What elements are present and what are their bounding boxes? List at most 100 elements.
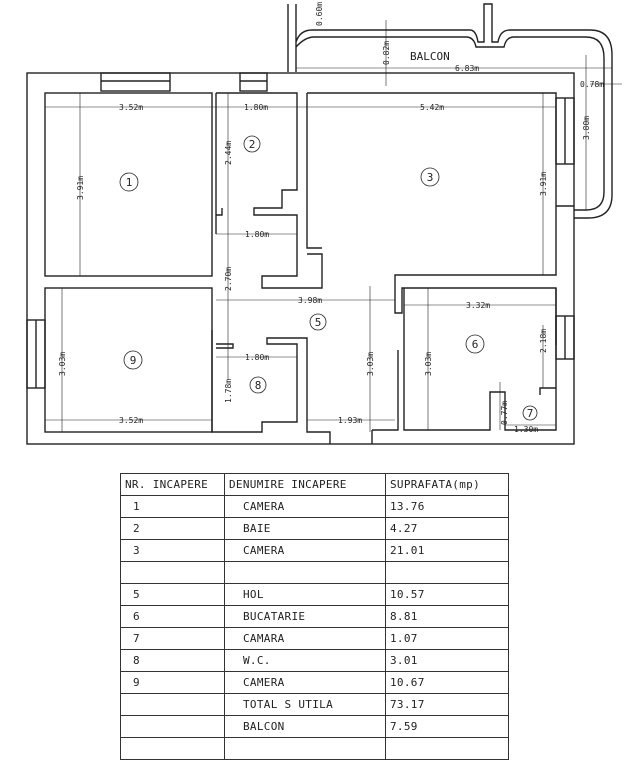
balcony-label: BALCON xyxy=(410,50,450,63)
svg-text:7: 7 xyxy=(527,407,534,420)
svg-text:1.80m: 1.80m xyxy=(244,103,268,112)
room-6 xyxy=(371,288,557,444)
svg-text:3.91m: 3.91m xyxy=(539,172,548,196)
svg-text:3.03m: 3.03m xyxy=(366,352,375,376)
room-name-cell: CAMERA xyxy=(224,671,386,694)
svg-text:3.80m: 3.80m xyxy=(582,116,591,140)
area-cell: 8.81 xyxy=(385,605,509,628)
room-number-cell xyxy=(120,715,225,738)
floor-plan: 1 2 3 5 6 7 8 9 BALCON 6.83m 0.78m 3.52m… xyxy=(26,2,622,445)
room-name-cell: BUCATARIE xyxy=(224,605,386,628)
svg-text:1: 1 xyxy=(126,176,133,189)
room-1 xyxy=(44,92,213,277)
room-name-cell: W.C. xyxy=(224,649,386,672)
header-room-number: NR. INCAPERE xyxy=(120,473,225,496)
svg-text:2.18m: 2.18m xyxy=(539,329,548,353)
area-cell: 7.59 xyxy=(385,715,509,738)
dimension-lines xyxy=(45,20,622,432)
header-room-name: DENUMIRE INCAPERE xyxy=(224,473,386,496)
room-name-cell: BAIE xyxy=(224,517,386,540)
area-cell xyxy=(385,737,509,760)
room-number-cell xyxy=(120,737,225,760)
svg-text:6: 6 xyxy=(472,338,479,351)
svg-text:0.77m: 0.77m xyxy=(500,401,509,425)
svg-text:1.30m: 1.30m xyxy=(514,425,538,434)
svg-text:2.44m: 2.44m xyxy=(224,141,233,165)
room-3 xyxy=(306,92,574,345)
svg-text:3.98m: 3.98m xyxy=(298,296,322,305)
svg-text:3: 3 xyxy=(427,171,434,184)
area-cell xyxy=(385,561,509,584)
windows xyxy=(26,72,575,389)
table-row xyxy=(120,561,509,584)
area-cell: 10.57 xyxy=(385,583,509,606)
area-cell: 73.17 xyxy=(385,693,509,716)
room-number-cell xyxy=(120,561,225,584)
room-area-table: NR. INCAPERE DENUMIRE INCAPERE SUPRAFATA… xyxy=(120,473,509,760)
room-number-cell: 5 xyxy=(120,583,225,606)
room-9 xyxy=(44,287,213,433)
room-name-cell: CAMERA xyxy=(224,539,386,562)
svg-text:1.80m: 1.80m xyxy=(245,230,269,239)
header-area: SUPRAFATA(mp) xyxy=(385,473,509,496)
svg-text:9: 9 xyxy=(130,354,137,367)
room-number-cell: 7 xyxy=(120,627,225,650)
room-name-cell: CAMERA xyxy=(224,495,386,518)
svg-text:1.78m: 1.78m xyxy=(224,379,233,403)
area-cell: 21.01 xyxy=(385,539,509,562)
room-name-cell xyxy=(224,561,386,584)
room-number-labels: 1 2 3 5 6 7 8 9 xyxy=(119,135,538,421)
area-cell: 13.76 xyxy=(385,495,509,518)
svg-text:3.03m: 3.03m xyxy=(58,352,67,376)
svg-text:3.03m: 3.03m xyxy=(424,352,433,376)
svg-text:3.32m: 3.32m xyxy=(466,301,490,310)
outer-wall xyxy=(26,72,575,445)
room-number-cell: 1 xyxy=(120,495,225,518)
room-number-cell: 9 xyxy=(120,671,225,694)
room-name-cell: BALCON xyxy=(224,715,386,738)
room-name-cell: HOL xyxy=(224,583,386,606)
svg-text:8: 8 xyxy=(255,379,262,392)
room-8 xyxy=(211,330,331,444)
svg-text:1.80m: 1.80m xyxy=(245,353,269,362)
area-cell: 10.67 xyxy=(385,671,509,694)
balcony xyxy=(287,3,613,219)
area-cell: 3.01 xyxy=(385,649,509,672)
svg-text:0.82m: 0.82m xyxy=(382,41,391,65)
room-number-cell xyxy=(120,693,225,716)
room-2 xyxy=(215,92,323,289)
svg-text:0.60m: 0.60m xyxy=(315,2,324,26)
svg-text:3.52m: 3.52m xyxy=(119,416,143,425)
room-number-cell: 2 xyxy=(120,517,225,540)
room-number-cell: 8 xyxy=(120,649,225,672)
svg-text:2.70m: 2.70m xyxy=(224,267,233,291)
svg-text:5: 5 xyxy=(315,316,322,329)
svg-text:3.91m: 3.91m xyxy=(76,176,85,200)
svg-text:5.42m: 5.42m xyxy=(420,103,444,112)
room-name-cell: TOTAL S UTILA xyxy=(224,693,386,716)
area-cell: 1.07 xyxy=(385,627,509,650)
svg-text:1.93m: 1.93m xyxy=(338,416,362,425)
svg-text:2: 2 xyxy=(249,138,256,151)
table-row xyxy=(120,737,509,760)
svg-text:6.83m: 6.83m xyxy=(455,64,479,73)
room-name-cell: CAMARA xyxy=(224,627,386,650)
room-number-cell: 6 xyxy=(120,605,225,628)
area-cell: 4.27 xyxy=(385,517,509,540)
svg-text:3.52m: 3.52m xyxy=(119,103,143,112)
room-number-cell: 3 xyxy=(120,539,225,562)
dimension-labels: BALCON 6.83m 0.78m 3.52m 1.80m 5.42m 1.8… xyxy=(58,2,604,434)
table-header-row: NR. INCAPERE DENUMIRE INCAPERE SUPRAFATA… xyxy=(120,473,509,496)
room-name-cell xyxy=(224,737,386,760)
svg-text:0.78m: 0.78m xyxy=(580,80,604,89)
